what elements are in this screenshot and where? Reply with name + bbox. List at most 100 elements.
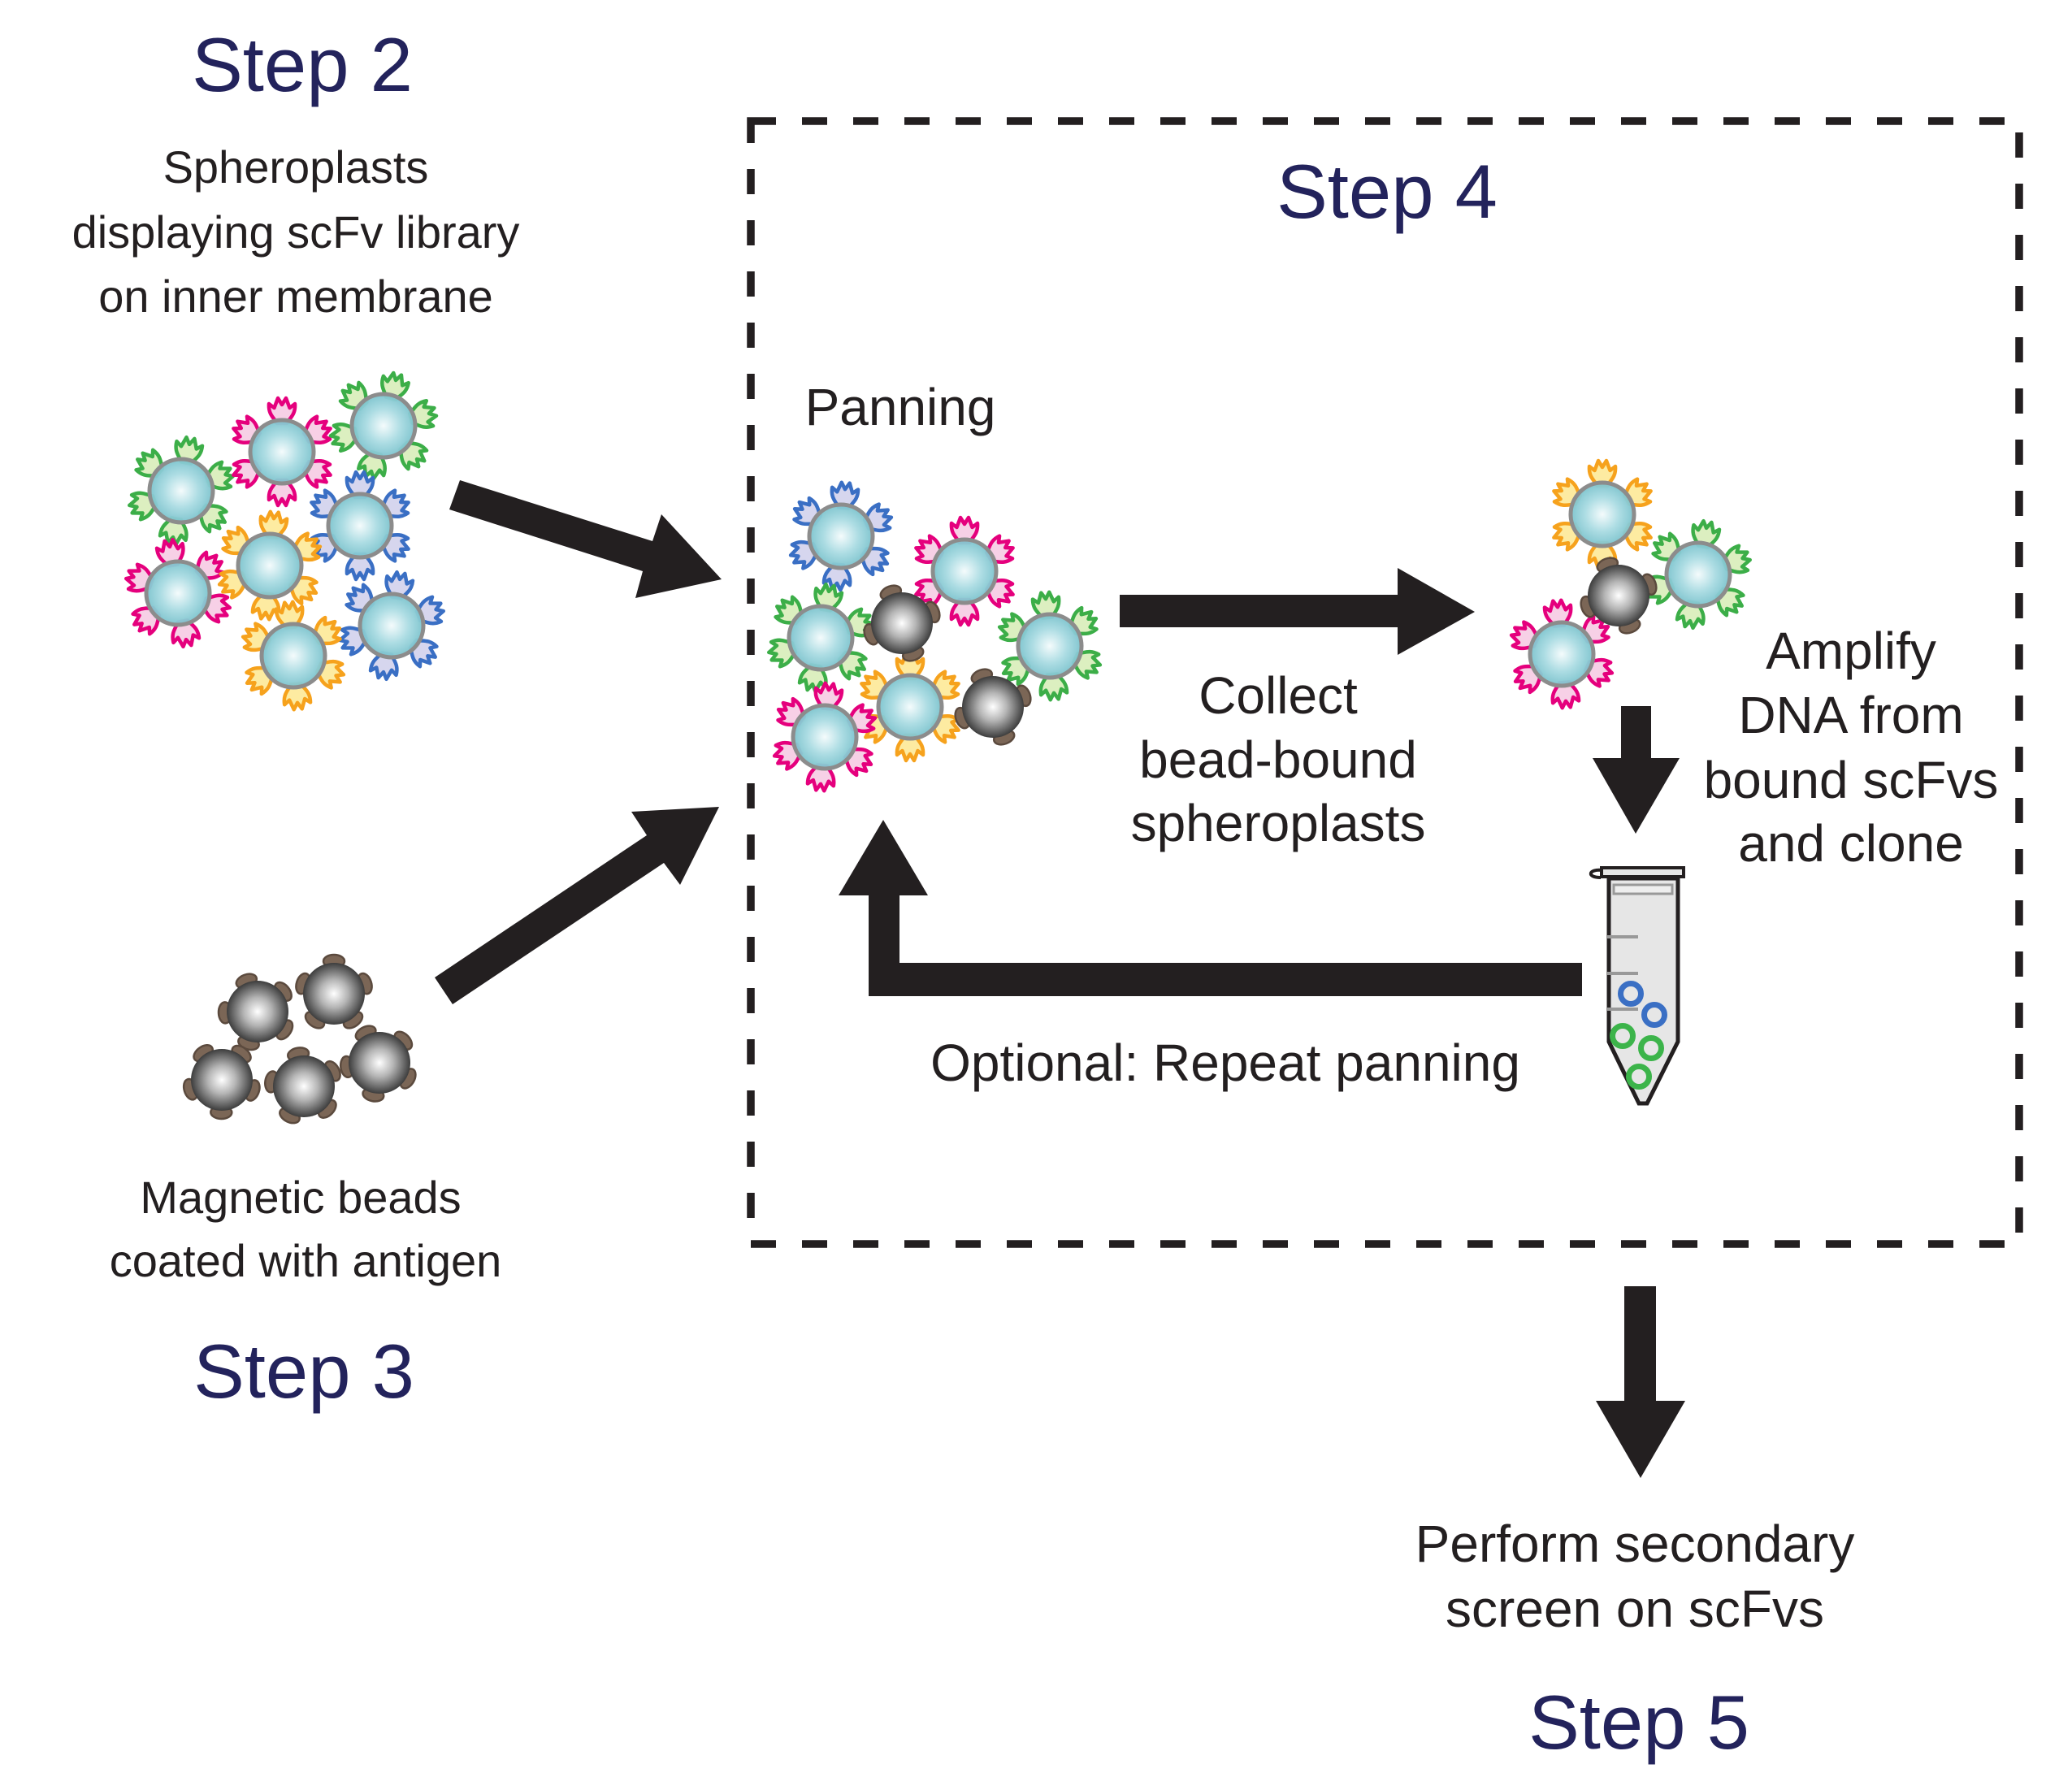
magnetic-bead [182,1044,261,1120]
scfv-fragment-icon [267,396,297,426]
spheroplast-cell-icon [876,673,944,741]
spheroplast-orange [1552,458,1653,570]
spheroplast-magenta [772,681,878,793]
beads-label-line-2: coated with antigen [110,1235,502,1286]
scfv-fragment-icon [267,478,297,508]
magnetic-bead-icon [871,592,933,654]
step-4-title: Step 4 [1277,149,1498,234]
scfv-fragment-icon [274,600,305,630]
plasmid-icon [1610,1023,1636,1049]
collect-label-line-3: spheroplasts [1131,794,1426,852]
spheroplast-green [328,371,439,481]
scfv-fragment-icon [1038,672,1069,702]
scfv-fragment-icon [158,516,189,547]
scfv-fragment-icon [813,681,844,711]
magnetic-bead [295,953,373,1029]
spheroplast-cell-icon [1664,540,1732,609]
scfv-fragment-icon [1691,518,1722,549]
amplify-label-line-2: DNA from [1738,686,1963,744]
panning-label: Panning [805,378,996,436]
scfv-fragment-icon [1550,680,1581,710]
scfv-fragment-icon [830,480,860,510]
magnetic-bead-icon [227,981,288,1042]
magnetic-bead-icon [191,1049,253,1111]
step-4-dashed-box [747,117,2023,1248]
antigen-bead-cluster [182,953,417,1125]
spheroplast-cell-icon [787,604,855,672]
plasmid-icon [1626,1064,1652,1090]
scfv-fragment-icon [949,515,980,545]
scfv-fragment-icon [1675,600,1706,631]
spheroplast-magenta [232,396,332,508]
scfv-fragment-icon [1587,458,1618,488]
magnetic-bead [1580,557,1658,635]
scfv-fragment-icon [154,537,185,568]
beads-label-line-1: Magnetic beads [140,1172,461,1223]
spheroplast-cell-icon [1568,480,1636,548]
scfv-fragment-icon [258,509,289,540]
bead-bound-spheroplast-cluster [1509,458,1753,710]
spheroplast-magenta [914,515,1015,627]
plasmid-icon [1641,1002,1667,1028]
repeat-panning-label: Optional: Repeat panning [930,1034,1520,1092]
spheroplast-orange [860,651,960,763]
spheroplast-cell-icon [930,537,999,605]
spheroplast-label-line-3: on inner membrane [98,271,493,322]
spheroplast-cell-icon [358,592,426,660]
spheroplast-magenta [1509,598,1615,710]
step-3-title: Step 3 [193,1328,414,1414]
magnetic-bead [264,1047,341,1125]
magnetic-bead-icon [273,1055,335,1117]
arrow-amplify-down [1593,706,1680,834]
magnetic-bead-icon [962,676,1024,738]
scfv-fragment-icon [797,663,828,694]
spheroplast-cell-icon [144,559,212,627]
spheroplast-cell-icon [807,502,875,570]
arrow-library-to-panning [449,480,722,598]
spheroplast-green [1644,518,1753,631]
scfv-fragment-icon [1542,598,1573,628]
plasmid-icon [1618,981,1644,1007]
step-2-title: Step 2 [192,22,413,107]
spheroplast-green [127,435,236,547]
secondary-screen-label-line-1: Perform secondary [1415,1515,1855,1573]
spheroplast-label-line-2: displaying scFv library [72,206,520,258]
panning-mixture-cluster [766,480,1103,793]
scfv-fragment-icon [250,592,281,622]
spheroplast-orange [217,509,323,622]
secondary-screen-label-line-2: screen on scFvs [1446,1580,1824,1638]
spheroplast-cell-icon [147,457,215,525]
spheroplast-blue [337,570,446,682]
magnetic-bead [954,668,1032,746]
amplify-label-line-3: bound scFvs [1704,751,1999,809]
scfv-fragment-icon [1030,590,1061,620]
scfv-fragment-icon [171,618,202,649]
spheroplast-label-line-1: Spheroplasts [163,141,429,193]
arrow-to-secondary-screen [1596,1286,1685,1478]
plasmid-icon [1638,1035,1664,1061]
collect-label-line-1: Collect [1199,666,1358,725]
scfv-fragment-icon [345,552,375,582]
scfv-fragment-icon [368,651,399,682]
scfv-fragment-icon [345,470,375,500]
amplify-label-line-1: Amplify [1766,622,1936,680]
magnetic-bead [863,584,941,662]
magnetic-bead [217,973,294,1051]
scfv-fragment-icon [282,682,313,712]
spheroplast-orange [241,600,346,712]
arrow-beads-to-panning [435,807,719,1004]
magnetic-bead-icon [349,1032,410,1094]
spheroplast-cell-icon [791,703,859,771]
arrow-collect [1120,568,1475,655]
amplify-label-line-4: and clone [1738,814,1964,873]
spheroplast-green [766,582,875,694]
spheroplast-cell-icon [1016,612,1084,680]
spheroplast-cell-icon [248,418,316,486]
collect-label-line-2: bead-bound [1139,730,1417,789]
spheroplast-blue [310,470,410,582]
arrow-repeat-panning [839,820,1582,996]
scfv-fragment-icon [174,435,205,466]
spheroplast-library-cluster [124,371,446,712]
scfv-fragment-icon [813,582,844,613]
